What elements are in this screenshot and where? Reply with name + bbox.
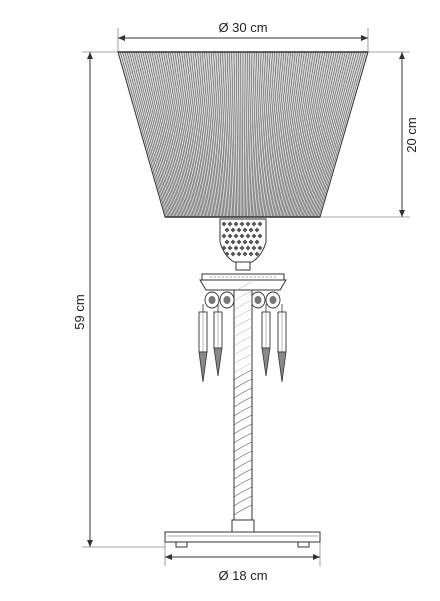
shade-height-label: 20 cm (404, 117, 419, 152)
total-height-label: 59 cm (72, 294, 87, 329)
lamp-cap (199, 273, 287, 291)
lamp-shade (117, 51, 369, 218)
dimension-base-diameter: Ø 18 cm (164, 542, 321, 583)
base-diameter-label: Ø 18 cm (218, 568, 267, 583)
upper-crystal-collar (219, 218, 267, 271)
twisted-stem (231, 281, 255, 533)
lamp-base (164, 531, 321, 548)
shade-pleats (120, 51, 366, 218)
dimension-shade-diameter: Ø 30 cm (117, 20, 369, 52)
dimension-total-height: 59 cm (72, 51, 165, 548)
dimension-shade-height: 20 cm (320, 51, 419, 218)
shade-diameter-label: Ø 30 cm (218, 20, 267, 35)
